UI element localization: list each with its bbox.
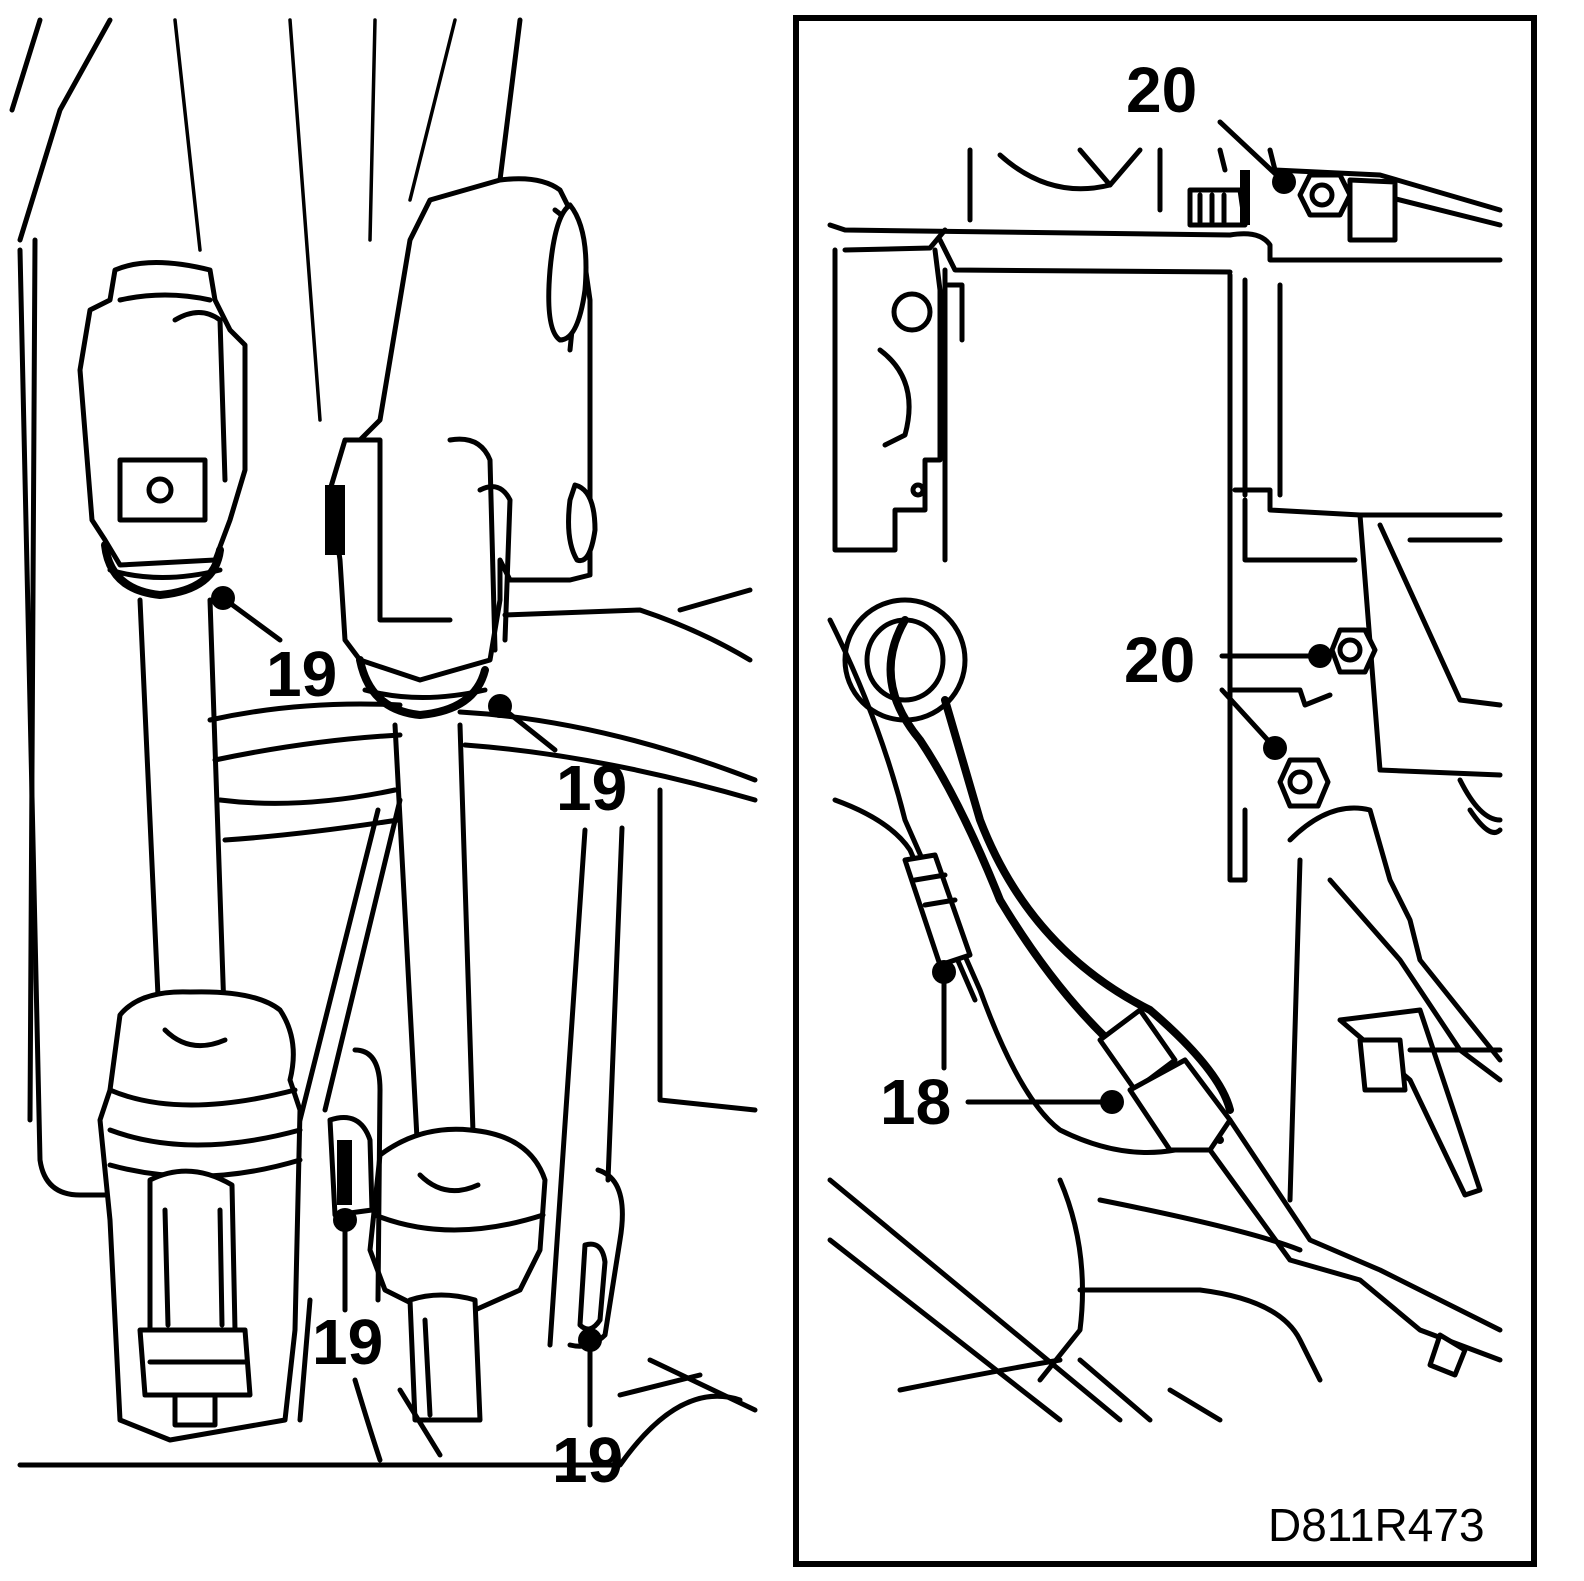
callout-18: 18 [880,1066,952,1138]
callout-20-middle: 20 [1124,624,1196,696]
callout-20-top: 20 [1126,54,1198,126]
inset-frame [793,15,1537,1567]
left-panel-leaders [211,586,602,1428]
callout-19-a: 19 [266,638,338,710]
callout-19-d: 19 [552,1424,624,1496]
callout-19-c: 19 [312,1306,384,1378]
figure-reference-code: D811R473 [1268,1499,1485,1551]
left-panel-drawing [9,17,758,1468]
right-panel-leaders [932,119,1332,1114]
callout-19-b: 19 [556,752,628,824]
right-panel-drawing [827,147,1503,1423]
